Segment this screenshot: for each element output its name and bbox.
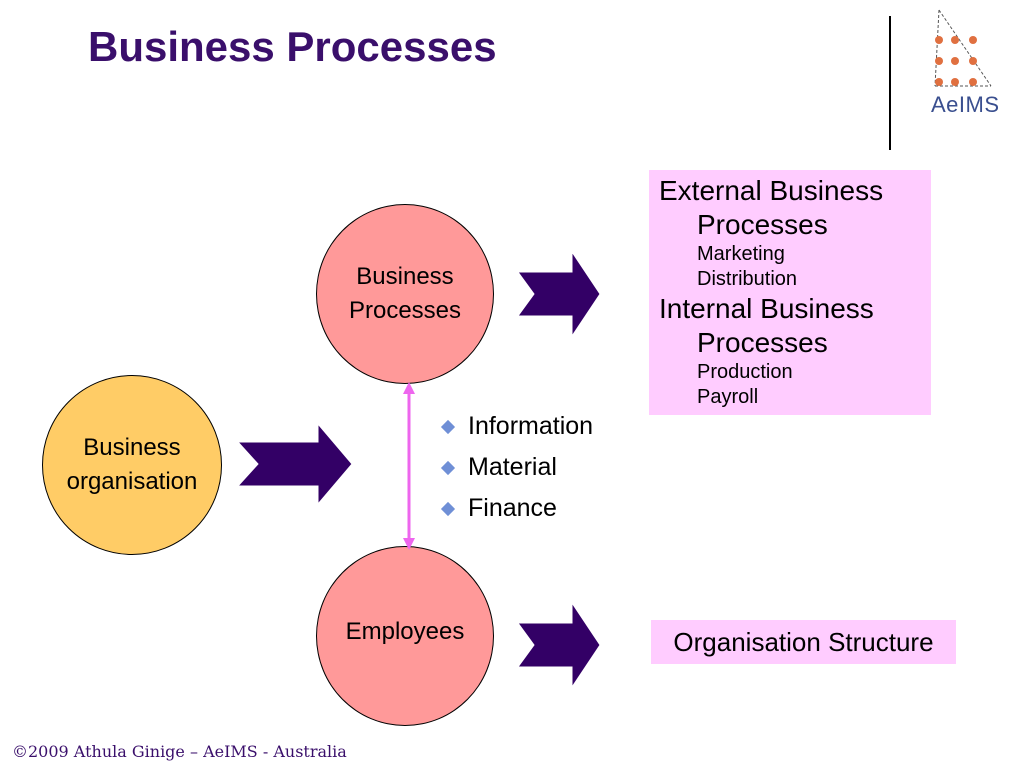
header-divider — [889, 16, 891, 150]
business-organisation-node: Business organisation — [42, 375, 222, 555]
flow-item: Information — [440, 406, 593, 447]
internal-item: Payroll — [697, 386, 759, 408]
business-organisation-label: Business organisation — [66, 434, 198, 495]
business-processes-label: Business Processes — [348, 263, 462, 324]
processes-box: External Business Processes Marketing Di… — [649, 170, 931, 415]
external-heading-line1: External Business — [659, 175, 884, 206]
organisation-structure-box: Organisation Structure — [651, 620, 956, 664]
flow-item: Material — [440, 447, 593, 488]
external-item: Distribution — [697, 268, 798, 290]
internal-heading-line1: Internal Business — [659, 293, 874, 324]
bidirectional-arrow — [403, 382, 415, 550]
footer-copyright: ©2009 Athula Ginige – AeIMS - Australia — [12, 742, 347, 761]
external-heading-line2: Processes — [697, 209, 828, 240]
employees-label: Employees — [345, 618, 465, 645]
flow-list: Information Material Finance — [440, 406, 593, 529]
internal-item: Production — [697, 361, 793, 383]
diamond-bullet-icon — [440, 501, 456, 516]
business-processes-node: Business Processes — [316, 204, 494, 384]
aeims-logo-icon — [934, 9, 992, 87]
diamond-bullet-icon — [440, 460, 456, 475]
flow-item: Finance — [440, 488, 593, 529]
arrow-to-processes-box — [518, 252, 600, 336]
employees-node: Employees — [316, 546, 494, 726]
external-item: Marketing — [697, 243, 785, 265]
diamond-bullet-icon — [440, 419, 456, 434]
arrow-org-to-center — [238, 424, 352, 504]
logo-text: AeIMS — [931, 92, 1000, 117]
internal-heading-line2: Processes — [697, 327, 828, 358]
slide-title: Business Processes — [88, 23, 497, 70]
arrow-to-org-structure — [518, 603, 600, 687]
